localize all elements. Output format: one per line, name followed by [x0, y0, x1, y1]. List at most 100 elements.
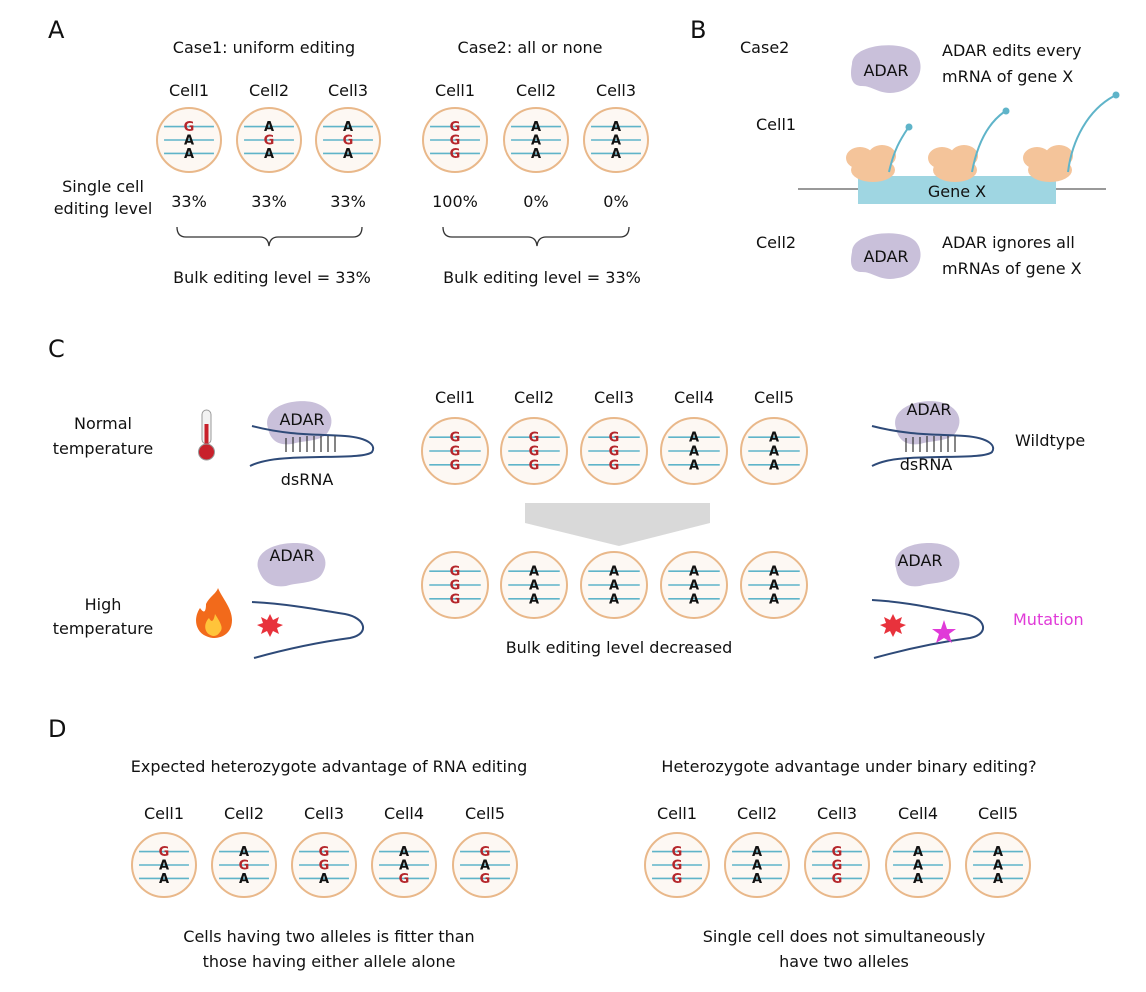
b-mrna-3 [1067, 95, 1115, 173]
nucleotide-base: A [184, 134, 194, 149]
nucleotide-base: A [611, 120, 621, 135]
case2-level: 100% [432, 192, 478, 211]
nucleotide-base: A [609, 565, 619, 580]
c-unfolded-rna-right [871, 599, 984, 659]
d-right-cell-label: Cell5 [978, 804, 1018, 823]
nucleotide-base: A [531, 134, 541, 149]
d-right-cell-label: Cell3 [817, 804, 857, 823]
c-cell-label: Cell5 [754, 388, 794, 407]
c-bottom-cell: AAA [580, 551, 648, 619]
nucleotide-base: G [239, 859, 250, 874]
c-adar-blob-mutation [895, 543, 960, 587]
d-right-cell-label: Cell2 [737, 804, 777, 823]
nucleotide-base: G [450, 134, 461, 149]
nucleotide-base: G [672, 845, 683, 860]
nucleotide-base: A [769, 565, 779, 580]
c-normal-line1: Normal [74, 414, 132, 433]
nucleotide-base: G [159, 845, 170, 860]
level-label-line2: editing level [54, 199, 153, 218]
nucleotide-base: A [480, 859, 490, 874]
panel-d-label: D [48, 715, 66, 743]
nucleotide-base: A [769, 579, 779, 594]
fire-icon [196, 588, 232, 638]
case1-level: 33% [330, 192, 366, 211]
c-bulk-label: Bulk editing level decreased [506, 638, 733, 657]
nucleotide-base: G [450, 431, 461, 446]
c-adar-label-mutation: ADAR [897, 551, 942, 570]
nucleotide-base: A [529, 579, 539, 594]
c-mutation-label: Mutation [1013, 610, 1084, 629]
nucleotide-base: G [450, 592, 461, 607]
c-normal-line2: temperature [53, 439, 154, 458]
nucleotide-base: G [343, 134, 354, 149]
nucleotide-base: A [531, 147, 541, 162]
nucleotide-base: A [689, 592, 699, 607]
d-left-caption-line2: those having either allele alone [203, 952, 456, 971]
nucleotide-base: A [343, 147, 353, 162]
nucleotide-base: G [672, 859, 683, 874]
c-adar-label-left: ADAR [279, 410, 324, 429]
case2-brace [442, 226, 630, 247]
b-mrna-1 [888, 127, 909, 173]
b-adar-blob-top [851, 45, 921, 93]
b-adar-label-bottom: ADAR [863, 247, 908, 266]
b-mrna-2 [971, 111, 1005, 173]
d-left-cell-label: Cell5 [465, 804, 505, 823]
d-right-title: Heterozygote advantage under binary edit… [661, 757, 1036, 776]
nucleotide-base: A [689, 431, 699, 446]
case1-cell-label: Cell1 [169, 81, 209, 100]
nucleotide-base: A [399, 859, 409, 874]
nucleotide-base: A [611, 134, 621, 149]
case2-cell: AAA [583, 107, 649, 173]
d-right-cell-label: Cell1 [657, 804, 697, 823]
c-bottom-cell: AAA [500, 551, 568, 619]
nucleotide-base: A [239, 845, 249, 860]
nucleotide-base: G [832, 872, 843, 887]
c-adar-label-right: ADAR [906, 400, 951, 419]
nucleotide-base: G [480, 845, 491, 860]
d-left-cell: AAG [371, 832, 437, 898]
nucleotide-base: A [611, 147, 621, 162]
nucleotide-base: A [689, 445, 699, 460]
level-label-line1: Single cell [62, 177, 144, 196]
c-cell-label: Cell2 [514, 388, 554, 407]
d-right-cell: AAA [724, 832, 790, 898]
d-right-caption-line1: Single cell does not simultaneously [703, 927, 986, 946]
nucleotide-base: G [832, 859, 843, 874]
nucleotide-base: G [529, 431, 540, 446]
nucleotide-base: G [609, 458, 620, 473]
c-bottom-cell: GGG [421, 551, 489, 619]
nucleotide-base: G [450, 565, 461, 580]
nucleotide-base: G [450, 120, 461, 135]
b-mrna-1-cap [905, 123, 913, 131]
case1-title: Case1: uniform editing [173, 38, 355, 57]
damage-burst-icon-right [880, 614, 906, 637]
mutation-star-icon [932, 620, 956, 643]
d-left-title: Expected heterozygote advantage of RNA e… [131, 757, 528, 776]
d-right-cell: AAA [965, 832, 1031, 898]
nucleotide-base: A [529, 592, 539, 607]
nucleotide-base: A [159, 872, 169, 887]
b-note2-line2: mRNAs of gene X [942, 259, 1082, 278]
b-case-label: Case2 [740, 38, 789, 57]
c-dsrna-left [249, 425, 375, 467]
c-top-cell: AAA [660, 417, 728, 485]
nucleotide-base: A [264, 147, 274, 162]
b-cell1-label: Cell1 [756, 115, 796, 134]
nucleotide-base: G [184, 120, 195, 135]
c-top-cell: GGG [500, 417, 568, 485]
c-adar-blob-high [257, 543, 326, 587]
case2-cell-label: Cell1 [435, 81, 475, 100]
nucleotide-base: G [450, 445, 461, 460]
c-high-line2: temperature [53, 619, 154, 638]
b-note1-line2: mRNA of gene X [942, 67, 1073, 86]
c-dsrna-label-right: dsRNA [900, 455, 953, 474]
case1-level: 33% [171, 192, 207, 211]
d-left-cell: AGA [211, 832, 277, 898]
d-right-cell-label: Cell4 [898, 804, 938, 823]
nucleotide-base: A [264, 120, 274, 135]
case2-title: Case2: all or none [458, 38, 603, 57]
nucleotide-base: A [752, 859, 762, 874]
case1-bulk: Bulk editing level = 33% [173, 268, 371, 287]
